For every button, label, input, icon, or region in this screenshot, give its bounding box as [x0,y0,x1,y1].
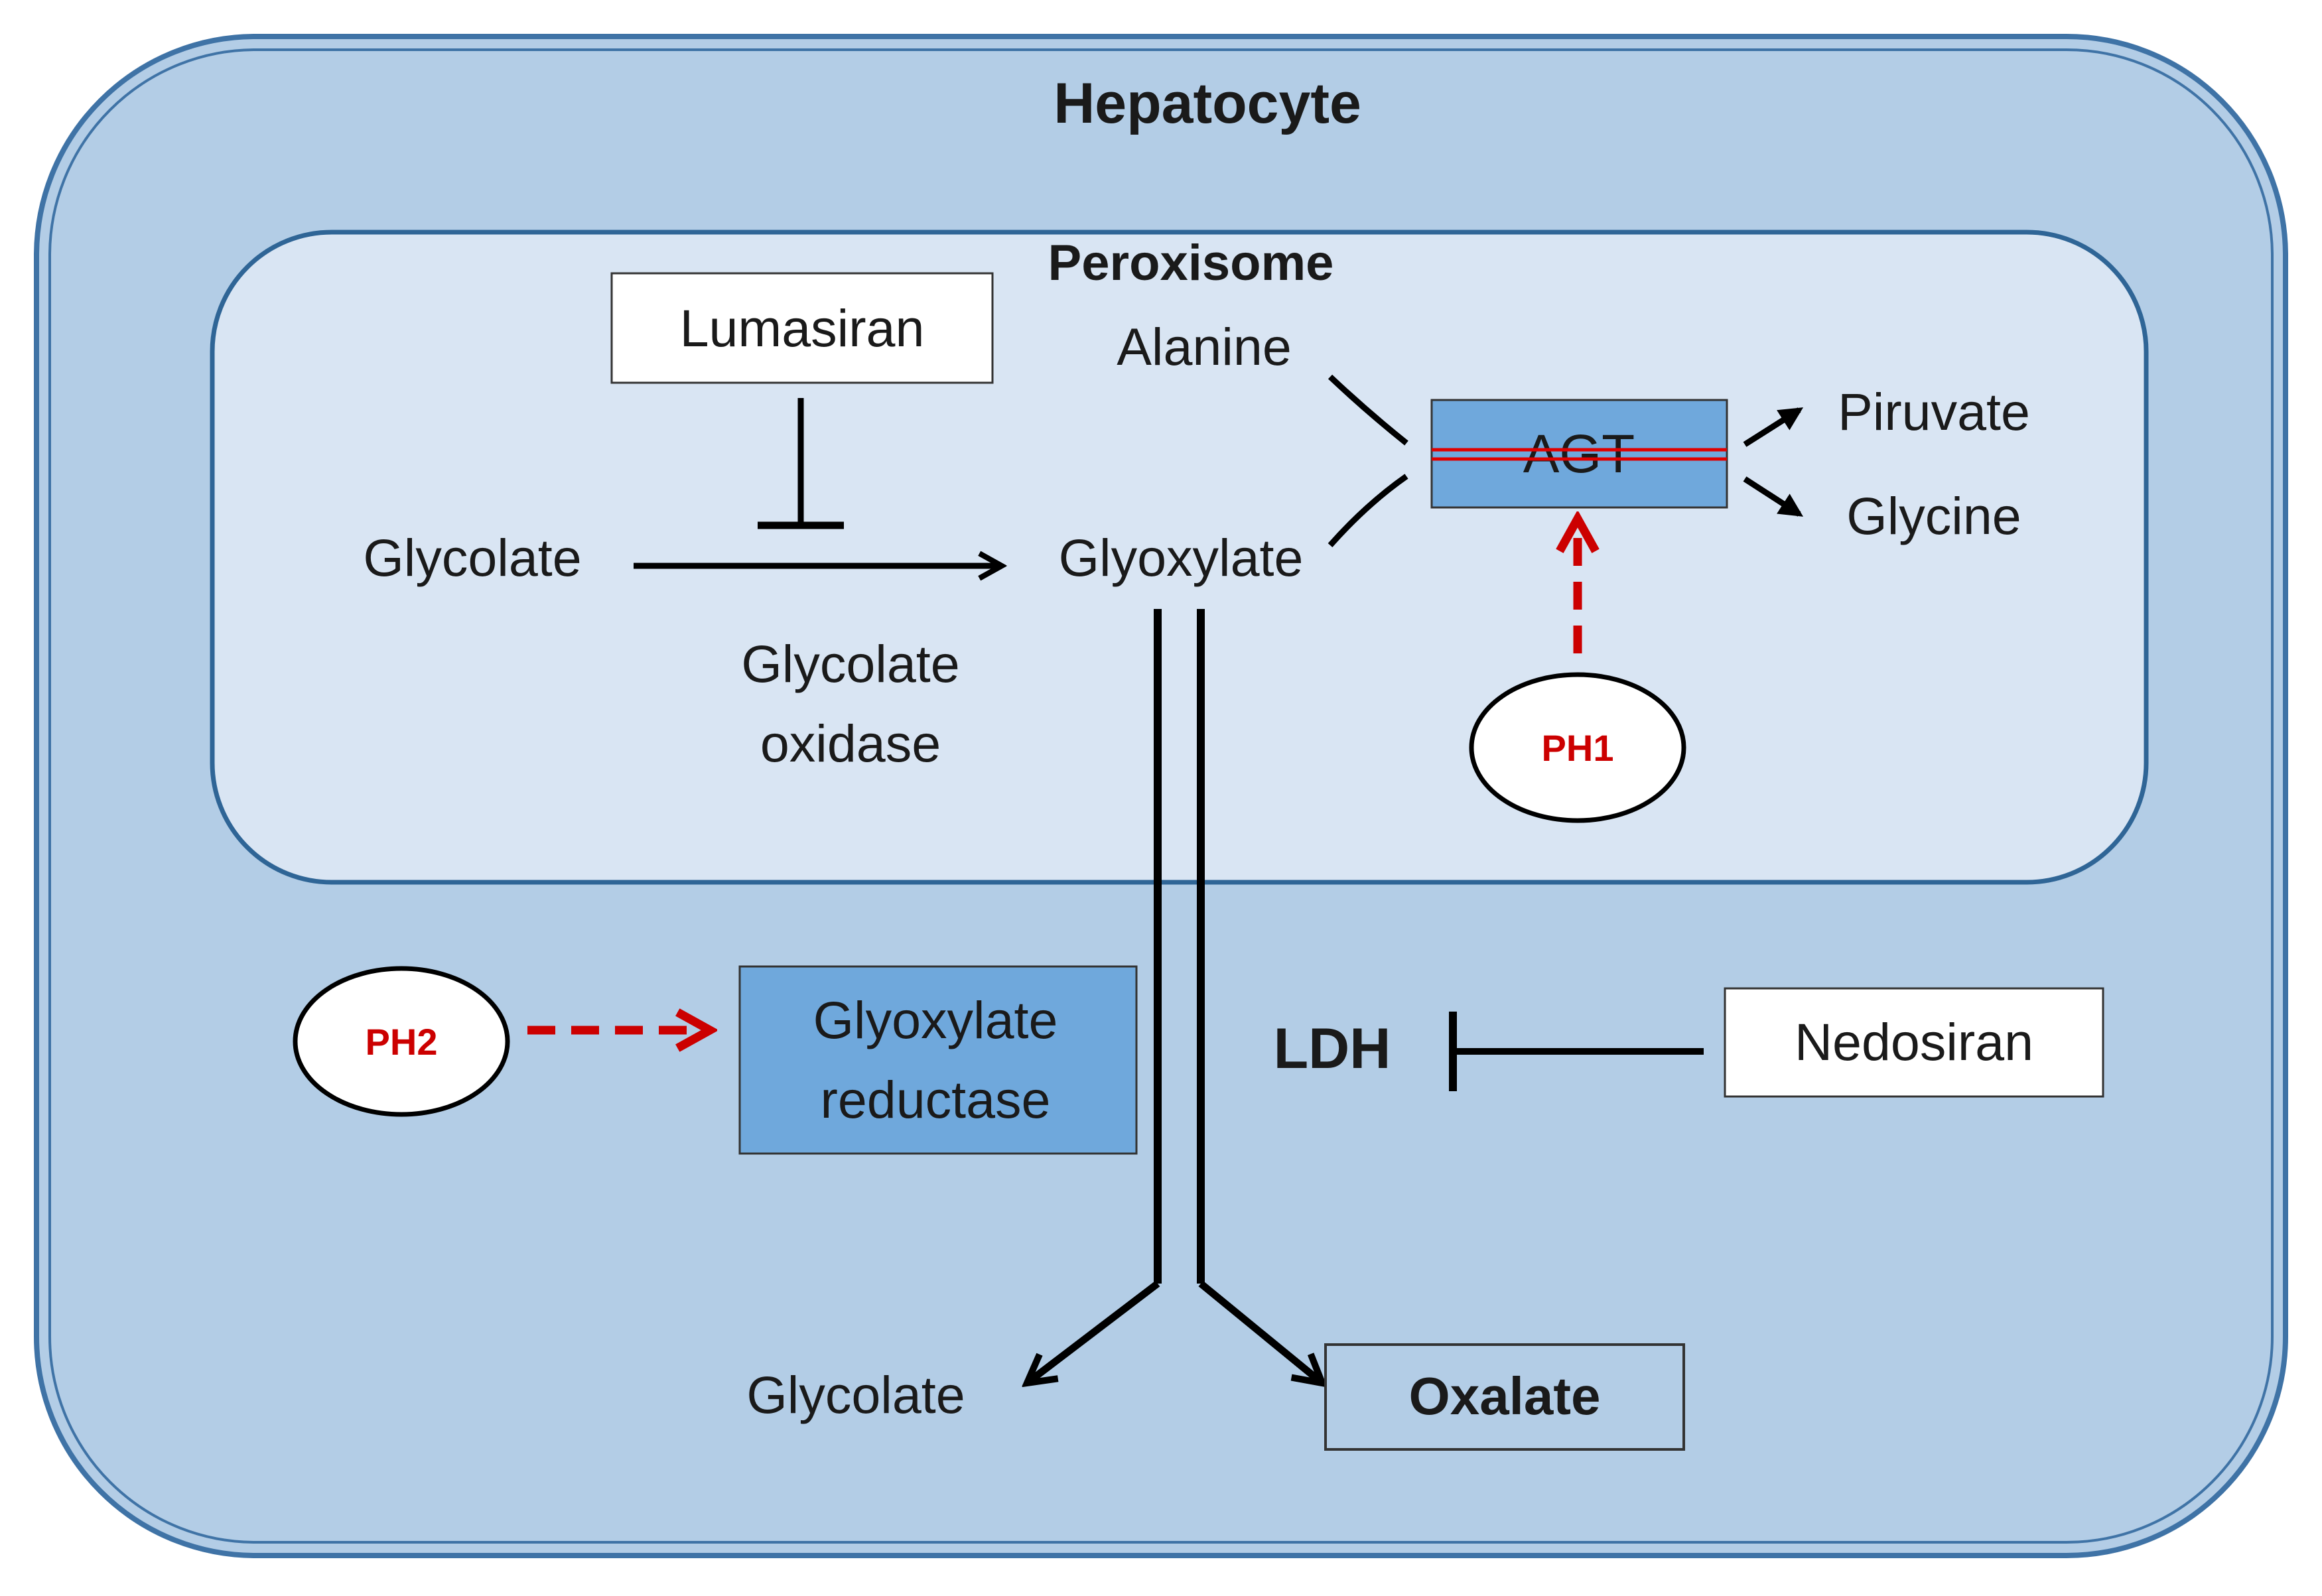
alanine-to-agt-curve [1328,374,1408,446]
agt-to-glycine-arrow [1743,476,1804,517]
ph1-label: PH1 [1542,727,1614,769]
glycolate-oxidase-label-1: Glycolate [741,634,959,693]
alanine-label: Alanine [1117,317,1292,376]
ph2-ellipse [293,966,510,1117]
ph2-label: PH2 [366,1021,438,1063]
agt-to-piruvate-arrow [1743,407,1804,447]
glycolate-oxidase-label-2: oxidase [760,714,941,773]
ldh-label: LDH [1274,1017,1391,1081]
glyoxylate-label: Glyoxylate [1059,528,1304,587]
hepatocyte-title: Hepatocyte [1054,72,1361,135]
glyoxylate-reductase-label-2: reductase [821,1070,1051,1129]
glyoxylate-to-agt-curve [1328,474,1408,547]
nedosiran-box [1724,987,2104,1098]
nedosiran-label: Nedosiran [1795,1012,2033,1071]
glycine-label: Glycine [1846,486,2021,545]
glycolate-peroxisome-label: Glycolate [363,528,581,587]
peroxisome-title: Peroxisome [1048,235,1334,291]
to-glycolate-out-arrow [1027,1280,1160,1383]
oxalate-box [1324,1343,1685,1451]
glyoxylate-reductase-box [738,965,1138,1155]
to-oxalate-arrow [1198,1280,1322,1383]
lumasiran-box [610,272,994,384]
piruvate-label: Piruvate [1838,382,2030,441]
glyoxylate-reductase-label-1: Glyoxylate [813,990,1058,1049]
lumasiran-label: Lumasiran [680,299,925,358]
agt-enzyme-box [1430,399,1728,509]
glycolate-cytosol-label: Glycolate [746,1365,965,1424]
hepatocyte-inner-border [48,48,2274,1544]
ph1-ellipse [1469,672,1686,823]
agt-label: AGT [1523,424,1635,484]
oxalate-label: Oxalate [1408,1366,1600,1426]
